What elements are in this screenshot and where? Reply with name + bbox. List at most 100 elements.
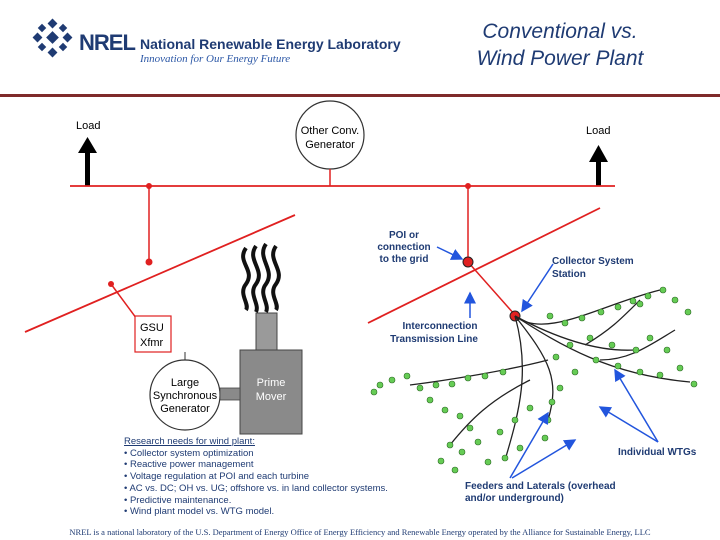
slide-title-line1: Conventional vs.: [482, 20, 638, 43]
wtg-45: [458, 448, 466, 456]
wtg-43: [466, 424, 474, 432]
wtg-2: [644, 292, 652, 300]
wtg-44: [446, 441, 454, 449]
logo-wordmark: NREL: [79, 30, 136, 55]
wtg-37: [464, 374, 472, 382]
wtg-38: [481, 372, 489, 380]
wtg-34: [416, 384, 424, 392]
prime-mover-label-1: Prime: [257, 377, 286, 389]
collector-station-label-2: Station: [552, 269, 586, 280]
wtg-26: [556, 384, 564, 392]
header-divider: [0, 94, 720, 97]
bus-node-left: [146, 183, 152, 189]
wtg-5: [597, 308, 605, 316]
wind-turbine-markers: [370, 286, 698, 474]
research-item: • Collector system optimization: [124, 447, 254, 459]
gsu-label-1: GSU: [140, 322, 164, 334]
wtg-4: [614, 303, 622, 311]
power-plant-diagram: Load Load Other Conv. Generator GSU Xfmr…: [24, 100, 698, 504]
poi-label-2: connection: [377, 242, 430, 253]
wtg-40: [426, 396, 434, 404]
individual-wtgs-label: Individual WTGs: [618, 447, 697, 458]
wtg-29: [541, 434, 549, 442]
wtg-9: [636, 300, 644, 308]
wtg-11: [684, 308, 692, 316]
gsu-transformer-box: [134, 315, 172, 353]
plant-stack: [255, 312, 278, 352]
wtg-39: [499, 368, 507, 376]
feeders-label-2: and/or underground): [465, 493, 564, 504]
annotation-arrows: [436, 246, 659, 479]
wtg-42: [456, 412, 464, 420]
wtg-6: [578, 314, 586, 322]
interconnection-line: [367, 207, 601, 324]
nrel-logo-icon: [32, 18, 73, 58]
research-item: • Wind plant model vs. WTG model.: [124, 506, 275, 518]
lower-transmission-line: [24, 214, 296, 333]
wtg-20: [690, 380, 698, 388]
wtg-46: [474, 438, 482, 446]
wtg-7: [561, 319, 569, 327]
org-name: National Renewable Energy Laboratory: [140, 36, 401, 52]
wtg-53: [437, 457, 445, 465]
collector-feeder-network: [409, 289, 691, 461]
wtg-30: [376, 381, 384, 389]
wtg-1: [659, 286, 667, 294]
steam-plume-icon: [241, 242, 281, 313]
load-right-arrow: [589, 145, 608, 186]
bus-node-right: [465, 183, 471, 189]
wtg-15: [608, 341, 616, 349]
wtg-50: [501, 454, 509, 462]
research-needs-list: Research needs for wind plant: • Collect…: [124, 436, 388, 518]
wtg-49: [526, 404, 534, 412]
research-item: • Predictive maintenance.: [124, 494, 232, 506]
prime-mover-label-2: Mover: [256, 391, 287, 403]
org-tagline: Innovation for Our Energy Future: [140, 53, 291, 65]
wtg-36: [448, 380, 456, 388]
generator-shaft: [219, 387, 241, 401]
slide-title: Conventional vs. Wind Power Plant: [440, 18, 680, 72]
sync-generator-label-3: Generator: [160, 403, 210, 415]
wtg-52: [484, 458, 492, 466]
wtg-3: [629, 297, 637, 305]
wtg-32: [403, 372, 411, 380]
wtg-23: [614, 362, 622, 370]
footer-text: NREL is a national laboratory of the U.S…: [69, 527, 651, 537]
poi-node: [462, 256, 474, 268]
slide-title-line2: Wind Power Plant: [476, 47, 644, 70]
header-band: [0, 0, 720, 92]
research-item: • Reactive power management: [124, 459, 254, 471]
research-item: • AC vs. DC; OH vs. UG; offshore vs. in …: [124, 482, 388, 494]
wtg-18: [552, 353, 560, 361]
wtg-14: [632, 346, 640, 354]
feeders-label-1: Feeders and Laterals (overhead: [465, 481, 616, 492]
wtg-24: [592, 356, 600, 364]
collector-tie-line: [467, 261, 516, 316]
wtg-13: [663, 346, 671, 354]
wtg-33: [370, 388, 378, 396]
lower-line-node: [145, 258, 153, 266]
wtg-17: [566, 341, 574, 349]
load-left-arrow: [78, 137, 97, 186]
wtg-25: [571, 368, 579, 376]
sync-generator-label-1: Large: [171, 377, 199, 389]
other-generator-label-1: Other Conv.: [301, 125, 360, 137]
wtg-16: [586, 334, 594, 342]
wtg-35: [432, 381, 440, 389]
wtg-22: [636, 368, 644, 376]
wtg-51: [516, 444, 524, 452]
poi-label-1: POI or: [389, 230, 419, 241]
gsu-label-2: Xfmr: [140, 337, 164, 349]
wtg-47: [496, 428, 504, 436]
wtg-31: [388, 376, 396, 384]
load-left-label: Load: [76, 120, 100, 132]
research-needs-title: Research needs for wind plant:: [124, 436, 255, 447]
interconnection-label-2: Transmission Line: [390, 334, 478, 345]
wtg-41: [441, 406, 449, 414]
wtg-12: [646, 334, 654, 342]
wtg-10: [671, 296, 679, 304]
wtg-8: [546, 312, 554, 320]
wtg-48: [511, 416, 519, 424]
wtg-54: [451, 466, 459, 474]
sync-generator-label-2: Synchronous: [153, 390, 218, 402]
